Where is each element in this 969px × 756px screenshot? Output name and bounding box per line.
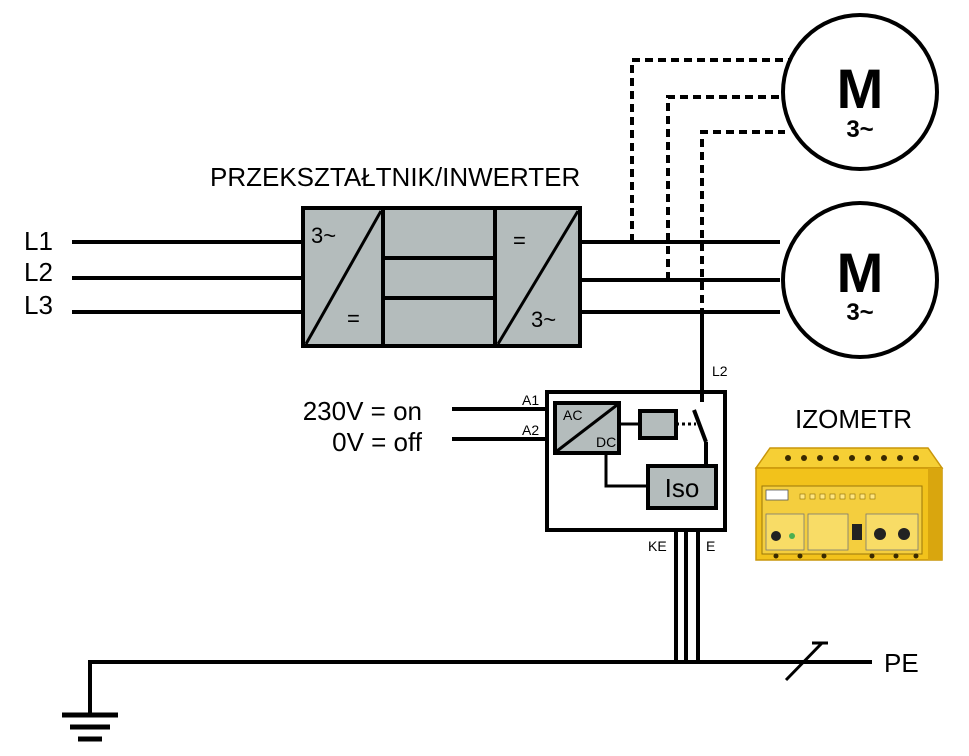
dc-to-iso <box>604 453 648 488</box>
device-knob-2 <box>898 528 910 540</box>
device-leds <box>799 493 876 500</box>
dc-link-bottom <box>381 296 497 348</box>
supply-lines <box>72 240 303 314</box>
motor-bottom: M 3~ <box>781 201 939 359</box>
motor-top-phase: 3~ <box>846 116 873 143</box>
converter-title: PRZEKSZTAŁTNIK/INWERTER <box>210 162 580 192</box>
iso-block <box>646 464 718 510</box>
terminal-screw <box>833 455 839 461</box>
terminal-screw <box>869 553 875 559</box>
device-terminals-bottom <box>773 553 919 559</box>
motor-bottom-phase: 3~ <box>846 299 873 326</box>
inverter-diagonal <box>496 210 580 345</box>
led <box>809 493 816 500</box>
led <box>839 493 846 500</box>
rectifier-diagonal <box>304 210 383 345</box>
terminal-screw <box>821 553 827 559</box>
motor-top-symbol: M <box>837 57 884 120</box>
izometr-device-image <box>754 447 944 561</box>
rectifier-out-label: = <box>347 306 360 331</box>
dashed-link-1 <box>630 58 790 242</box>
output-lines <box>580 240 780 314</box>
device-test-button <box>771 531 781 541</box>
terminal-screw <box>897 455 903 461</box>
pe-label: PE <box>884 648 919 678</box>
acdc-diagonal <box>556 403 618 453</box>
terminal-screw <box>913 455 919 461</box>
terminal-screw <box>773 553 779 559</box>
terminal-screw <box>849 455 855 461</box>
converter-block: 3~ = = 3~ <box>301 206 582 348</box>
led <box>819 493 826 500</box>
device-logo-plate <box>765 489 789 501</box>
ke-label: KE <box>648 538 667 554</box>
e-label: E <box>706 538 715 554</box>
iso-label: Iso <box>665 473 700 503</box>
inverter-out-label: 3~ <box>531 307 556 332</box>
terminal-screw <box>865 455 871 461</box>
device-window-left <box>765 513 805 551</box>
terminal-screw <box>785 455 791 461</box>
dashed-link-2 <box>666 95 782 280</box>
device-green-led <box>789 533 795 539</box>
led <box>849 493 856 500</box>
terminal-screw <box>801 455 807 461</box>
terminal-screw <box>913 553 919 559</box>
on-label: 230V = on <box>303 396 422 426</box>
dashed-connections <box>630 58 790 316</box>
relay-contact <box>692 409 708 443</box>
pe-bus: PE <box>62 641 919 742</box>
off-label: 0V = off <box>332 427 423 457</box>
line-label-l2: L2 <box>24 257 53 287</box>
led <box>829 493 836 500</box>
device-terminals-top <box>785 455 919 461</box>
led <box>859 493 866 500</box>
device-knob-panel <box>865 513 919 551</box>
inverter-in-label: = <box>513 228 526 253</box>
izometr-label: IZOMETR <box>795 404 912 434</box>
dc-link-top <box>381 206 497 260</box>
terminal-screw <box>817 455 823 461</box>
rectifier-in-label: 3~ <box>311 223 336 248</box>
device-dip-switch <box>852 524 862 540</box>
terminal-screw <box>893 553 899 559</box>
ac-label: AC <box>563 407 582 423</box>
pe-tick <box>784 641 824 682</box>
terminal-a1: A1 <box>522 392 539 408</box>
line-label-l1: L1 <box>24 226 53 256</box>
device-knob-1 <box>874 528 886 540</box>
device-side-face <box>928 468 942 560</box>
led <box>869 493 876 500</box>
dc-link-middle <box>381 256 497 300</box>
relay-coil <box>638 409 678 440</box>
device-alarm-panel <box>807 513 849 551</box>
dashed-link-3 <box>700 130 785 316</box>
motor-bottom-symbol: M <box>837 241 884 304</box>
line-label-l3: L3 <box>24 290 53 320</box>
motor-top: M 3~ <box>781 13 939 171</box>
terminal-a2: A2 <box>522 422 539 438</box>
terminal-screw <box>881 455 887 461</box>
dc-label: DC <box>596 434 616 450</box>
led <box>799 493 806 500</box>
l2-label: L2 <box>712 363 728 379</box>
control-module: A1 A2 230V = on 0V = off AC DC L2 Iso KE… <box>303 316 728 662</box>
motor-top-circle <box>781 13 939 171</box>
motor-bottom-circle <box>781 201 939 359</box>
terminal-screw <box>797 553 803 559</box>
